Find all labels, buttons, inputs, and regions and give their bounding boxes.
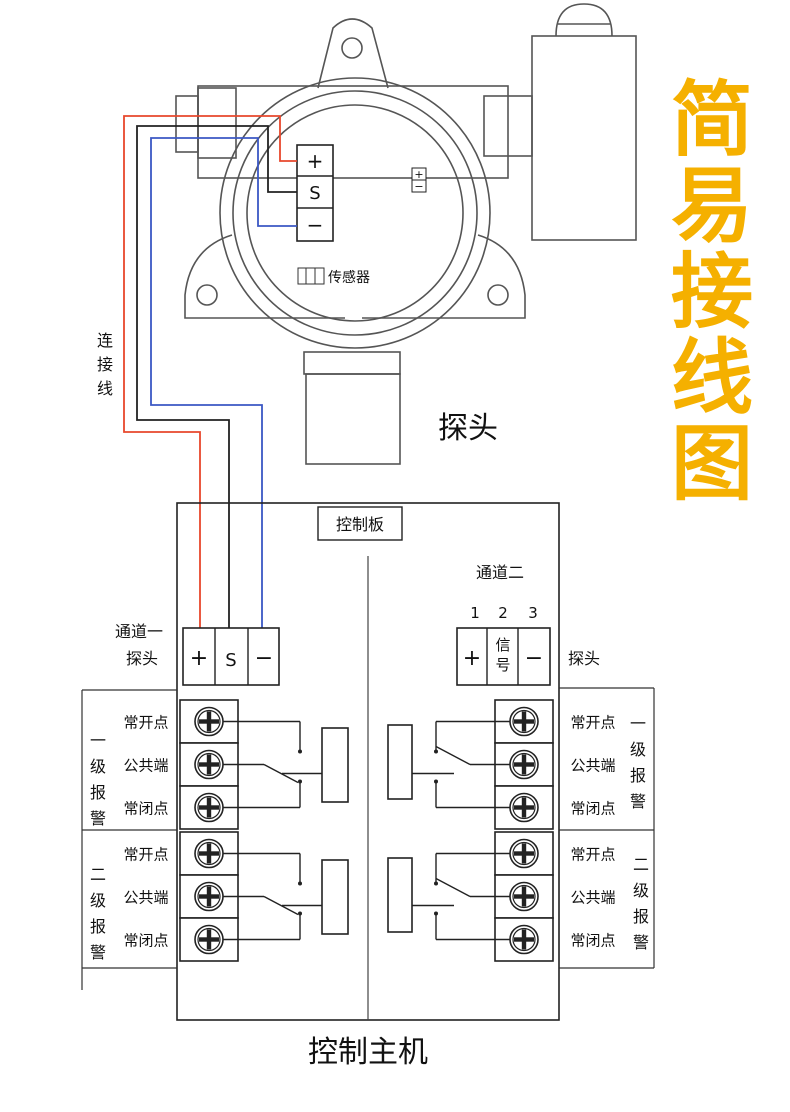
svg-text:线: 线 — [97, 379, 113, 398]
screw-terminal: 公共端 — [494, 742, 616, 787]
svg-text:接: 接 — [97, 355, 113, 374]
alarm-brackets — [81, 687, 655, 990]
relay-coil — [321, 859, 349, 935]
screw-terminal: 常开点 — [123, 831, 239, 876]
alarm-level-2-left: 二 级 报 警 — [90, 865, 106, 962]
screw-terminal: 常开点 — [494, 831, 616, 876]
alarm-level-2-right: 二 级 报 警 — [633, 855, 649, 952]
screw-terminal: 常开点 — [494, 699, 616, 744]
svg-text:一: 一 — [90, 731, 106, 750]
screw-terminal: 常闭点 — [123, 785, 239, 830]
svg-text:1: 1 — [470, 604, 480, 622]
svg-text:2: 2 — [498, 604, 508, 622]
controller-box: 控制板 — [176, 502, 560, 1021]
svg-text:报: 报 — [630, 766, 646, 785]
diagram-title: 简易接线图 — [671, 73, 753, 512]
screw-terminal: 公共端 — [494, 874, 616, 919]
probe-terminal-positive: + — [307, 149, 324, 173]
channel1-label: 通道一 — [115, 622, 163, 641]
screw-terminal: 常闭点 — [494, 785, 616, 830]
svg-text:级: 级 — [90, 757, 106, 776]
screw-terminal: 常闭点 — [123, 917, 239, 962]
board-label: 控制板 — [336, 515, 384, 534]
svg-text:报: 报 — [90, 783, 106, 802]
channel2-label: 通道二 — [476, 563, 524, 582]
svg-text:+: + — [463, 646, 481, 671]
alarm-level-1-left: 一 级 报 警 — [90, 731, 106, 828]
terminal-label: 公共端 — [570, 889, 615, 907]
terminal-label: 常闭点 — [123, 932, 168, 950]
svg-text:+: + — [190, 646, 208, 671]
screw-terminal: 常闭点 — [494, 917, 616, 962]
wire-positive — [123, 115, 297, 628]
wire-label: 连 接 线 — [97, 331, 113, 398]
svg-text:警: 警 — [90, 943, 106, 962]
wire-negative — [150, 137, 297, 628]
screw-terminal: 公共端 — [123, 874, 239, 919]
wire-signal — [136, 125, 297, 628]
relay-coil — [387, 724, 413, 800]
relay-coil — [321, 727, 349, 803]
svg-text:−: − — [255, 646, 273, 671]
terminal-label: 公共端 — [123, 889, 168, 907]
svg-text:一: 一 — [630, 714, 646, 733]
svg-text:级: 级 — [630, 740, 646, 759]
svg-text:报: 报 — [633, 907, 649, 926]
svg-text:S: S — [225, 650, 236, 671]
relay-symbols — [223, 720, 510, 941]
svg-text:警: 警 — [633, 933, 649, 952]
svg-text:二: 二 — [633, 855, 649, 874]
probe-label: 探头 — [438, 411, 498, 446]
svg-text:警: 警 — [90, 809, 106, 828]
sensor-label: 传感器 — [297, 267, 370, 286]
screw-terminal: 公共端 — [123, 742, 239, 787]
controller-main-label: 控制主机 — [308, 1035, 428, 1070]
svg-text:−: − — [414, 180, 423, 193]
terminal-label: 常开点 — [570, 846, 615, 864]
channel2: 通道二 1 2 3 + 信号 − 探头 — [456, 563, 600, 686]
relay-coil — [387, 857, 413, 933]
svg-text:警: 警 — [630, 792, 646, 811]
probe-terminal-negative: − — [307, 213, 324, 237]
svg-text:报: 报 — [90, 917, 106, 936]
terminal-label: 常闭点 — [570, 800, 615, 818]
terminal-label: 常闭点 — [123, 800, 168, 818]
svg-text:信号: 信号 — [495, 636, 510, 674]
probe-housing — [175, 3, 637, 465]
svg-text:3: 3 — [528, 604, 538, 622]
svg-text:简易接线图: 简易接线图 — [671, 73, 753, 512]
svg-text:连: 连 — [97, 331, 113, 350]
alarm-level-1-right: 一 级 报 警 — [630, 714, 646, 811]
terminal-label: 常开点 — [123, 714, 168, 732]
connecting-wires — [123, 115, 297, 628]
channel1-probe-label: 探头 — [126, 649, 158, 668]
svg-text:级: 级 — [90, 891, 106, 910]
probe-terminal-block: + S − — [296, 144, 334, 242]
svg-text:级: 级 — [633, 881, 649, 900]
svg-text:二: 二 — [90, 865, 106, 884]
probe-terminal-signal: S — [309, 183, 320, 204]
polarity-mark: + − — [411, 167, 427, 193]
terminal-label: 公共端 — [570, 757, 615, 775]
channel2-probe-label: 探头 — [568, 649, 600, 668]
terminal-label: 常开点 — [123, 846, 168, 864]
screw-terminal: 常开点 — [123, 699, 239, 744]
sensor-label-text: 传感器 — [328, 269, 370, 286]
terminal-label: 常开点 — [570, 714, 615, 732]
svg-text:−: − — [525, 646, 543, 671]
terminal-label: 常闭点 — [570, 932, 615, 950]
terminal-label: 公共端 — [123, 757, 168, 775]
channel1: 通道一 探头 + S − — [115, 622, 280, 686]
svg-text:+: + — [414, 168, 423, 181]
